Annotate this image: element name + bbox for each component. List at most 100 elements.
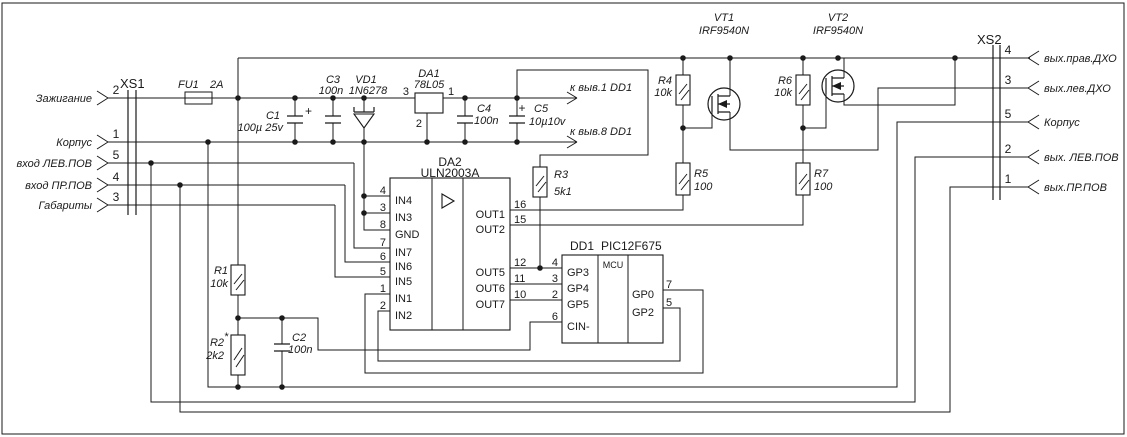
buffer-triangle-icon <box>441 193 456 209</box>
dd1-pin-name: GP0 <box>632 289 654 301</box>
dd1-pin-number: 7 <box>666 279 672 291</box>
dd1-pin-number: 2 <box>552 289 558 301</box>
xs2-pin-label: вых.прав.ДХО <box>1044 53 1117 65</box>
vt2-ref: VT2 <box>828 12 848 24</box>
wires <box>108 57 1030 413</box>
dd1-pin-name: GP5 <box>567 299 589 311</box>
da2-pin-number: 3 <box>380 202 386 214</box>
mosfet-arrow-icon <box>832 82 841 90</box>
xs1-pin-label: вход ЛЕВ.ПОВ <box>16 158 92 170</box>
r4-value: 10k <box>654 87 672 99</box>
da2-driver-box <box>389 177 511 331</box>
diode-symbol <box>352 107 376 129</box>
da2-pin-name: IN7 <box>395 247 412 259</box>
da2-pin-number: 5 <box>380 266 386 278</box>
da2-pin-number: 8 <box>380 219 386 231</box>
da2-pin-number: 16 <box>514 199 526 211</box>
dd1-ref: DD1 <box>570 239 594 253</box>
xs1-pin-number: 1 <box>113 127 120 141</box>
xs2-title: XS2 <box>977 32 1002 47</box>
r2-value: 2k2 <box>205 350 224 362</box>
r5-ref: R5 <box>694 168 709 180</box>
xs2-pin-number: 1 <box>1005 172 1012 186</box>
da2-pin-name: OUT5 <box>476 267 505 279</box>
r5-value: 100 <box>694 181 713 193</box>
dd1-pin-number: 3 <box>552 273 558 285</box>
r6-value: 10k <box>774 87 792 99</box>
da2-pin-name: OUT1 <box>476 209 505 221</box>
da1-ref: DA1 <box>418 68 439 80</box>
dd1-pin-name: CIN- <box>567 321 590 333</box>
da2-pin-number: 7 <box>380 237 386 249</box>
fu1-value: 2A <box>209 79 223 91</box>
c2-value: 100n <box>288 344 312 356</box>
da2-ref: DA2 <box>438 155 462 169</box>
da2-pin-number: 1 <box>380 283 386 295</box>
da2-pin-number: 11 <box>514 273 525 285</box>
junction-dots <box>148 55 958 390</box>
vt1-value: IRF9540N <box>699 25 749 37</box>
c5-plus-icon: + <box>518 101 525 115</box>
fuse-symbol <box>184 91 213 105</box>
da2-pin-name: GND <box>395 229 420 241</box>
xs2-pin-number: 4 <box>1005 43 1012 57</box>
note-to-dd1-pin8: к выв.8 DD1 <box>570 126 632 138</box>
mosfet-vt1-symbol <box>707 87 741 121</box>
power-arrow-icons <box>566 91 578 149</box>
r7-value: 100 <box>814 181 833 193</box>
vt2-value: IRF9540N <box>813 25 863 37</box>
c1-plus-icon: + <box>305 104 312 118</box>
connector-bars <box>127 45 1001 215</box>
xs2-pin-number: 2 <box>1005 142 1012 156</box>
note-to-dd1-pin1: к выв.1 DD1 <box>570 82 632 94</box>
da2-pin-name: OUT6 <box>476 283 505 295</box>
da2-pin-number: 12 <box>514 257 526 269</box>
xs1-pin-number: 2 <box>113 83 120 97</box>
xs1-pin-number: 5 <box>113 148 120 162</box>
capacitor-symbols <box>274 115 525 352</box>
c5-value: 10µ10v <box>529 116 567 128</box>
da1-pin-in: 3 <box>403 86 409 98</box>
da2-pin-number: 4 <box>380 185 386 197</box>
mosfet-arrow-icon <box>718 100 727 108</box>
resistor-symbols <box>230 74 811 376</box>
xs2-pin-number: 3 <box>1005 73 1012 87</box>
xs1-title: XS1 <box>120 76 145 91</box>
vd1-value: 1N6278 <box>349 85 388 97</box>
dd1-value: PIC12F675 <box>601 239 662 253</box>
r1-value: 10k <box>210 278 228 290</box>
xs1-pin-number: 4 <box>113 170 120 184</box>
c3-ref: C3 <box>326 74 341 86</box>
da1-pin-out: 1 <box>448 86 454 98</box>
xs1-pin-label: вход ПР.ПОВ <box>25 180 92 192</box>
da1-pin-gnd: 2 <box>416 118 422 130</box>
da2-value: ULN2003A <box>421 166 480 180</box>
da2-pin-number: 10 <box>514 289 526 301</box>
da1-value: 78L05 <box>414 79 445 91</box>
da2-pin-number: 6 <box>380 251 386 263</box>
r2-star: * <box>224 331 229 343</box>
xs1-pin-label: Корпус <box>56 137 92 149</box>
r2-ref: R2 <box>210 337 224 349</box>
xs2-pin-label: вых.лев.ДХО <box>1044 83 1111 95</box>
fu1-ref: FU1 <box>178 79 199 91</box>
da2-pin-name: OUT7 <box>476 299 505 311</box>
c5-ref: C5 <box>534 103 549 115</box>
mosfet-vt2-symbol <box>821 69 855 103</box>
c1-value: 100µ 25v <box>238 122 285 134</box>
da2-pin-name: IN6 <box>395 261 412 273</box>
r4-ref: R4 <box>658 75 672 87</box>
xs1-pin-number: 3 <box>113 190 120 204</box>
vd1-ref: VD1 <box>355 74 376 86</box>
pin-chevron-icons <box>96 50 1040 213</box>
da2-pin-name: IN2 <box>395 310 412 322</box>
da2-pin-name: OUT2 <box>476 224 505 236</box>
da2-pin-name: IN5 <box>395 276 412 288</box>
c3-value: 100n <box>319 85 343 97</box>
dd1-pin-name: GP3 <box>567 267 589 279</box>
dd1-pin-name: GP2 <box>632 307 654 319</box>
c4-ref: C4 <box>477 103 491 115</box>
